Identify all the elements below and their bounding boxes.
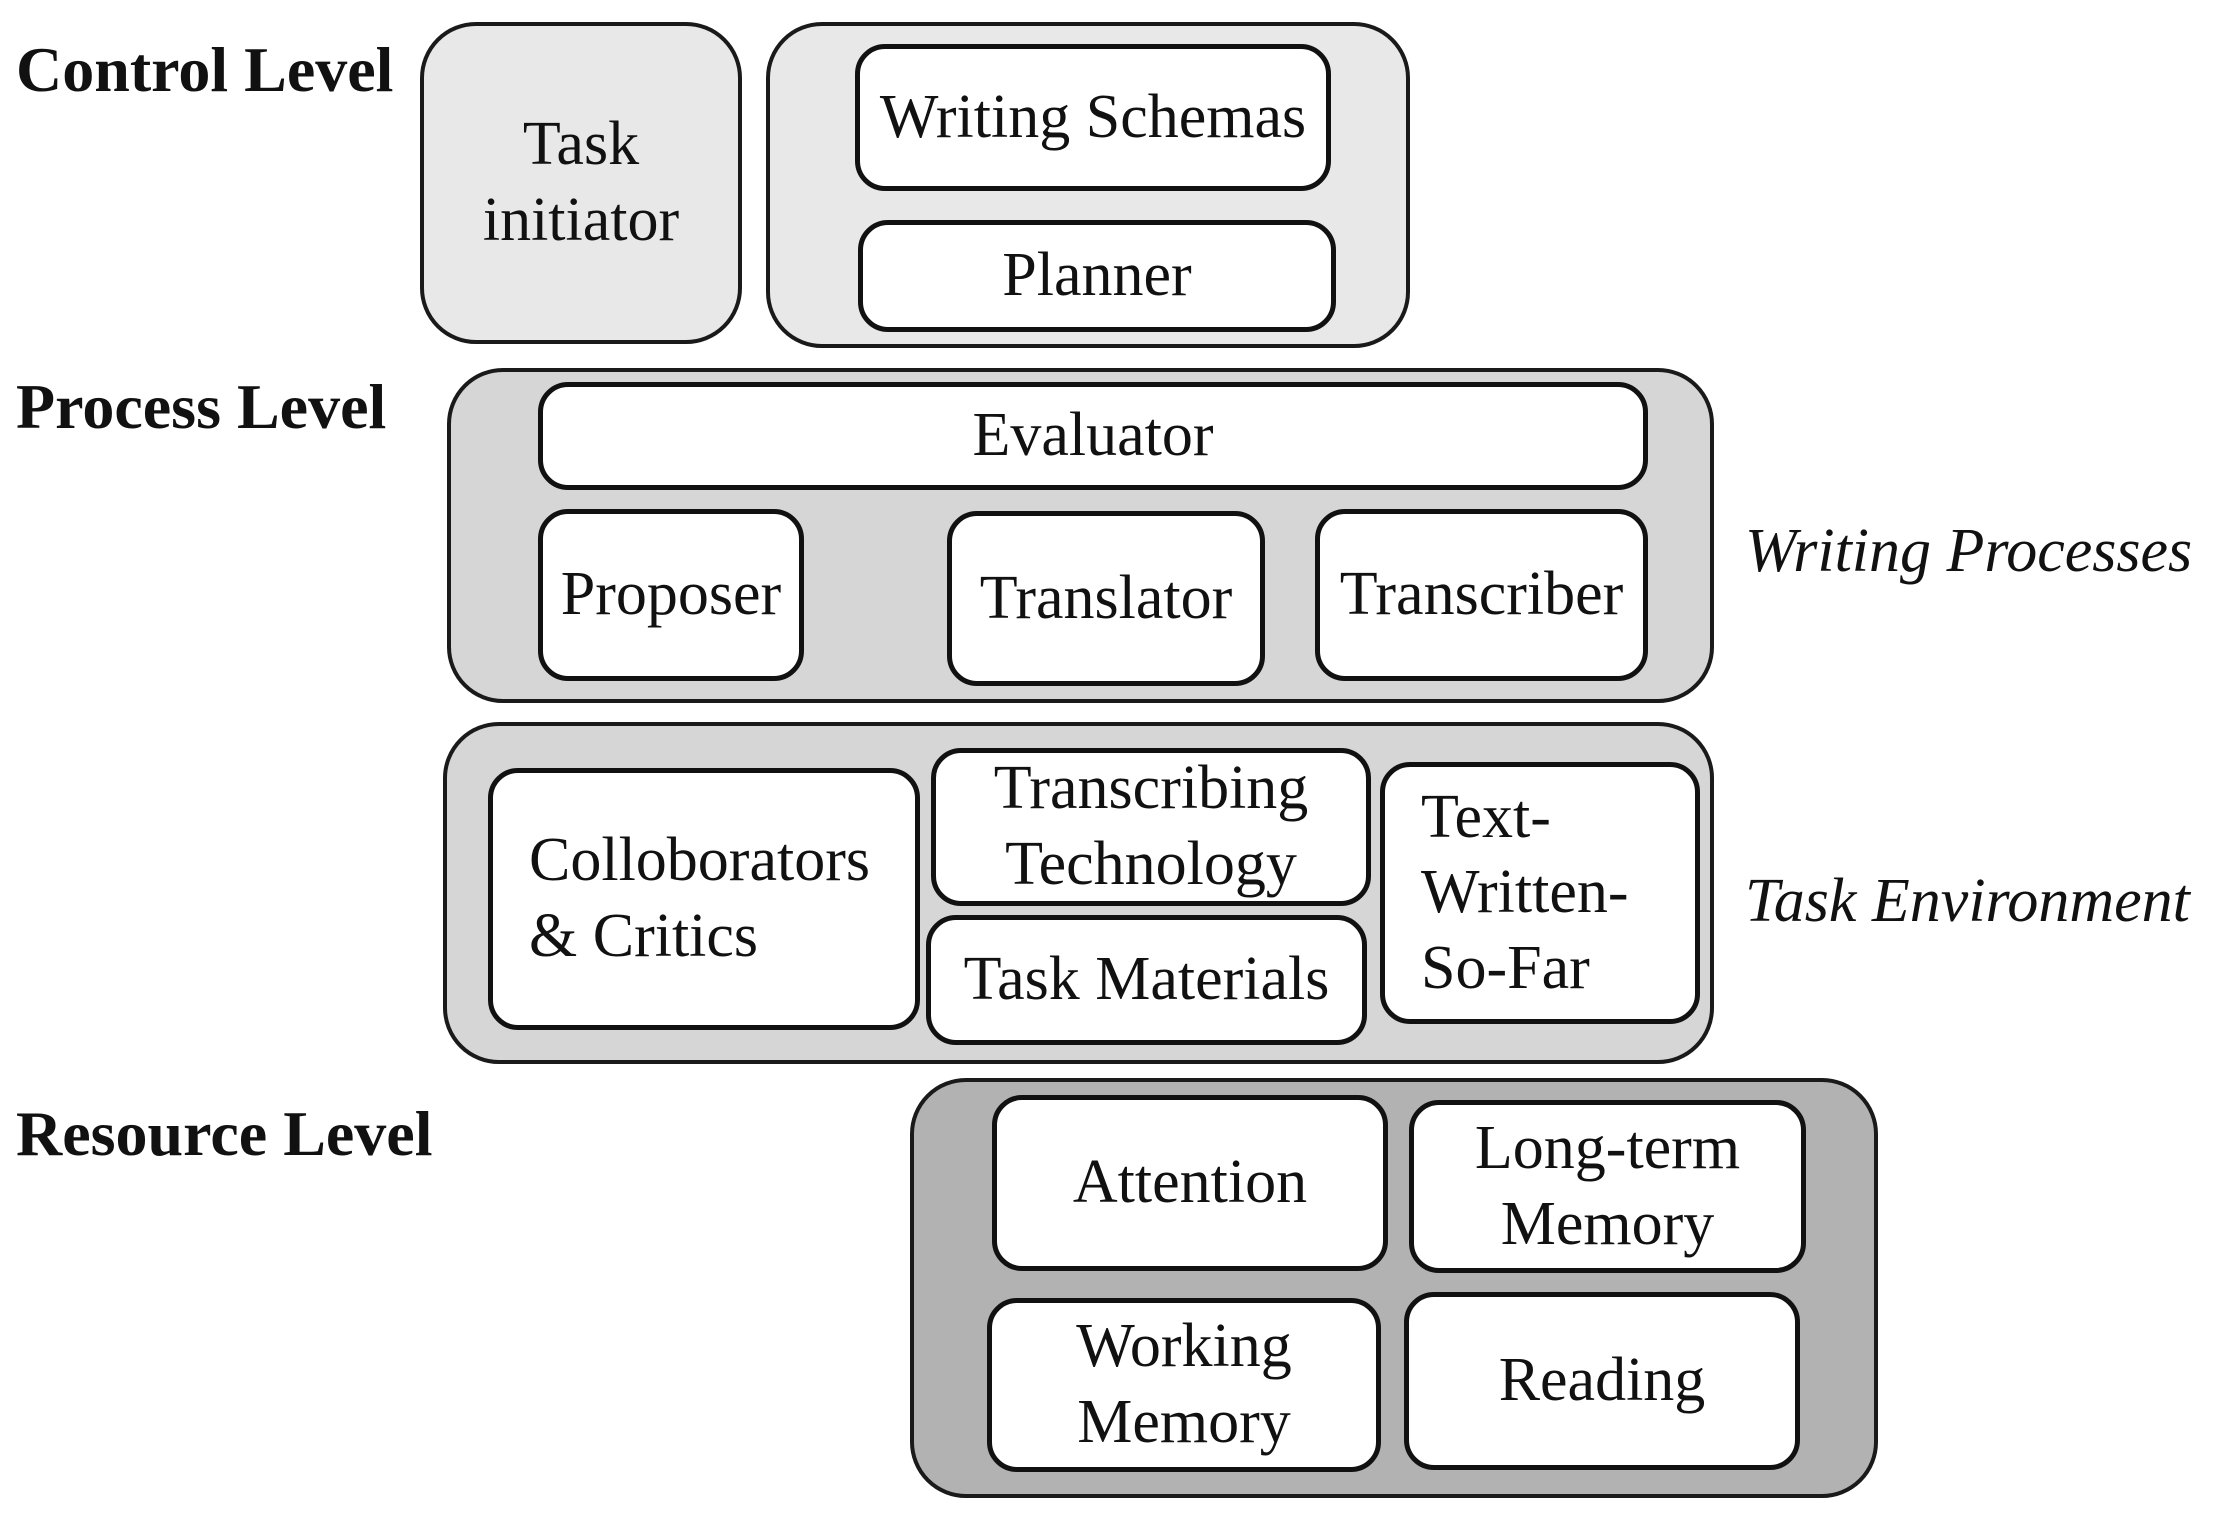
task-materials-box: Task Materials: [926, 915, 1367, 1045]
reading-box: Reading: [1404, 1292, 1800, 1470]
long-term-memory-box: Long-term Memory: [1409, 1100, 1806, 1273]
translator-box: Translator: [947, 511, 1265, 686]
collaborators-box: Colloborators & Critics: [488, 768, 920, 1030]
process-level-label: Process Level: [16, 371, 387, 442]
transcribing-technology-box: Transcribing Technology: [931, 748, 1371, 906]
writing-schemas-box: Writing Schemas: [855, 44, 1331, 191]
writing-processes-label: Writing Processes: [1745, 517, 2193, 585]
control-level-label: Control Level: [16, 34, 394, 105]
working-memory-box: Working Memory: [987, 1298, 1381, 1472]
proposer-box: Proposer: [538, 509, 804, 681]
planner-box: Planner: [858, 220, 1336, 332]
task-environment-label: Task Environment: [1745, 867, 2190, 935]
task-initiator-box: Task initiator: [482, 110, 680, 254]
task-initiator-group: [420, 22, 742, 344]
evaluator-box: Evaluator: [538, 382, 1648, 490]
attention-box: Attention: [992, 1095, 1388, 1271]
text-written-so-far-box: Text- Written- So-Far: [1380, 762, 1700, 1024]
resource-level-label: Resource Level: [16, 1098, 433, 1169]
transcriber-box: Transcriber: [1315, 509, 1648, 681]
